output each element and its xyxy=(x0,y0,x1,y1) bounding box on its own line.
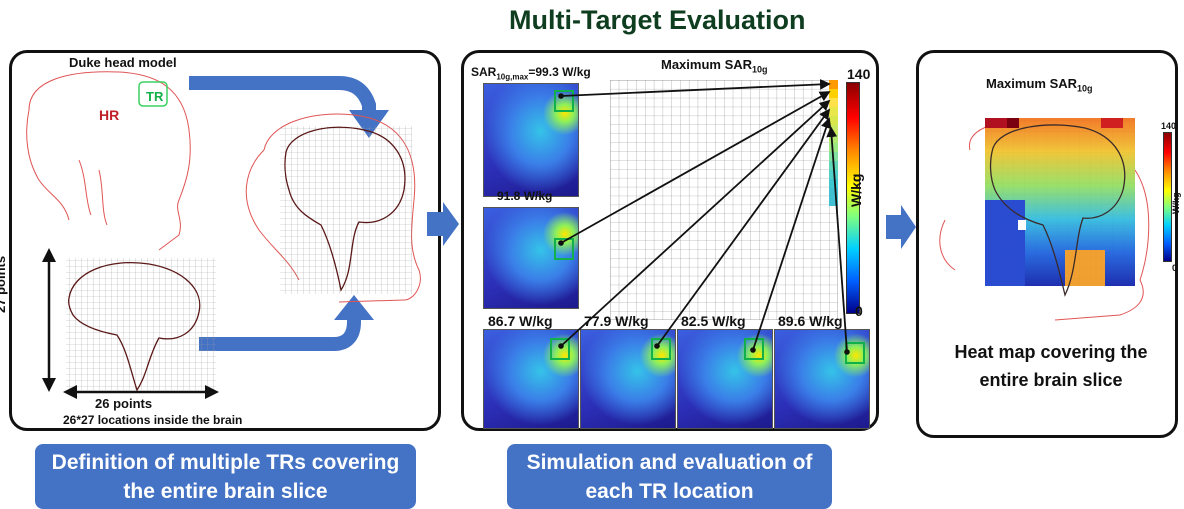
middle-colorbar-max: 140 xyxy=(847,66,871,82)
sar-image-3 xyxy=(483,329,579,429)
head-outline-top xyxy=(26,71,191,251)
sar-label-5: 82.5 W/kg xyxy=(681,313,746,329)
head-inner-top xyxy=(78,159,108,226)
tr-box-2 xyxy=(554,238,574,260)
points-vertical-label: 27 points xyxy=(0,255,8,313)
middle-colorbar-unit: W/kg xyxy=(848,173,864,207)
middle-grid xyxy=(610,80,838,320)
right-caption-line2: entire brain slice xyxy=(979,370,1123,390)
right-arrow-2 xyxy=(886,205,916,249)
left-banner: Definition of multiple TRs covering the … xyxy=(35,444,416,509)
middle-banner: Simulation and evaluation of each TR loc… xyxy=(507,444,832,509)
curved-arrow-bottom-head xyxy=(334,295,374,320)
duke-head-model-label: Duke head model xyxy=(69,55,177,70)
sar-image-4 xyxy=(580,329,676,429)
sar-label-6: 89.6 W/kg xyxy=(778,313,843,329)
right-colorbar-min: 0 xyxy=(1172,263,1178,273)
hr-label: HR xyxy=(99,107,120,123)
right-arrow-1 xyxy=(427,202,459,246)
sar-label-4: 77.9 W/kg xyxy=(584,313,649,329)
right-heatmap xyxy=(939,118,1150,321)
sar-image-2 xyxy=(483,207,579,309)
curved-arrow-top-head xyxy=(349,110,389,138)
figure-title: Multi-Target Evaluation xyxy=(509,5,806,35)
left-panel-graphics xyxy=(26,71,421,399)
tr-box-6 xyxy=(845,342,865,364)
right-colorbar-max: 140 xyxy=(1161,121,1177,131)
brain-outline-left xyxy=(67,262,201,392)
tr-box-3 xyxy=(550,338,570,360)
sar-image-6 xyxy=(774,329,870,429)
tr-box-4 xyxy=(651,338,671,360)
tr-box-1 xyxy=(554,90,574,112)
middle-colorbar-min: 0 xyxy=(855,303,863,319)
tr-box-top xyxy=(138,81,168,107)
brain-outline-right xyxy=(284,126,406,292)
tr-label: TR xyxy=(146,89,164,104)
curved-arrow-top xyxy=(189,76,376,112)
first-sar-label: SAR10g,max=99.3 W/kg xyxy=(471,65,591,82)
right-colorbar xyxy=(1163,132,1172,262)
points-horizontal-label: 26 points xyxy=(95,396,153,411)
grid-right xyxy=(280,126,412,294)
right-caption-line1: Heat map covering the xyxy=(954,342,1148,362)
sar-image-5 xyxy=(677,329,773,429)
locations-caption: 26*27 locations inside the brain xyxy=(63,413,243,427)
grid-left xyxy=(66,258,216,390)
sar-label-3: 86.7 W/kg xyxy=(488,313,553,329)
right-max-sar-title: Maximum SAR10g xyxy=(986,76,1093,94)
right-colorbar-unit: W/kg xyxy=(1171,192,1181,215)
sar-label-2: 91.8 W/kg xyxy=(497,189,553,203)
tr-box-5 xyxy=(744,338,764,360)
middle-max-sar-title: Maximum SAR10g xyxy=(661,57,768,75)
curved-arrow-bottom xyxy=(199,318,361,351)
sar-image-1 xyxy=(483,83,579,197)
